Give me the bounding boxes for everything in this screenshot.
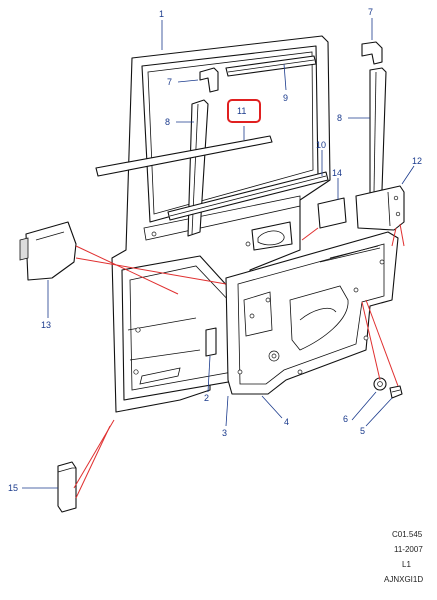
callout-leader-lines xyxy=(22,18,415,489)
panel-part-13 xyxy=(19,221,77,281)
callout-7a: 7 xyxy=(368,7,373,17)
callout-5: 5 xyxy=(360,426,365,436)
glass-channel-part-9 xyxy=(225,55,317,77)
callout-14: 14 xyxy=(332,168,342,178)
callout-8b: 8 xyxy=(337,113,342,123)
callout-11: 11 xyxy=(237,106,246,116)
vertical-channel-part-8-right xyxy=(369,67,387,195)
callout-8a: 8 xyxy=(165,117,170,127)
waist-strip-part-11 xyxy=(95,135,273,177)
callout-13: 13 xyxy=(41,320,51,330)
corner-piece-part-7-left xyxy=(199,67,219,93)
callout-1: 1 xyxy=(159,9,164,19)
red-leader-lines xyxy=(73,223,405,499)
callout-12: 12 xyxy=(412,156,422,166)
callout-15: 15 xyxy=(8,483,18,493)
drawing-id: AJNXGI1D xyxy=(384,575,423,584)
highlight-box-11 xyxy=(227,99,261,123)
plate-part-14 xyxy=(317,197,347,229)
corner-piece-part-7-right xyxy=(361,41,383,65)
callout-labels: 1 7 7 9 11 8 8 10 12 14 13 2 4 3 6 5 15 xyxy=(8,7,422,493)
stop-block-part-15 xyxy=(57,461,77,513)
callout-10: 10 xyxy=(316,140,326,150)
bolt-part-5 xyxy=(389,385,403,399)
callout-3: 3 xyxy=(222,428,227,438)
grommet-part-6 xyxy=(373,377,387,391)
callout-6: 6 xyxy=(343,414,348,424)
waist-seal-part-10 xyxy=(167,171,329,221)
reference-date: 11-2007 xyxy=(394,545,423,554)
callout-2: 2 xyxy=(204,393,209,403)
callout-4: 4 xyxy=(284,417,289,427)
door-frame-part-1 xyxy=(111,35,331,413)
bracket-part-12 xyxy=(355,185,405,231)
drawing-reference-block: C01.545 11-2007 L1 AJNXGI1D xyxy=(384,530,423,584)
reference-code: C01.545 xyxy=(392,530,423,539)
callout-7b: 7 xyxy=(167,77,172,87)
seal-strip-part-2 xyxy=(205,327,217,357)
callout-9: 9 xyxy=(283,93,288,103)
reference-level: L1 xyxy=(402,560,411,569)
